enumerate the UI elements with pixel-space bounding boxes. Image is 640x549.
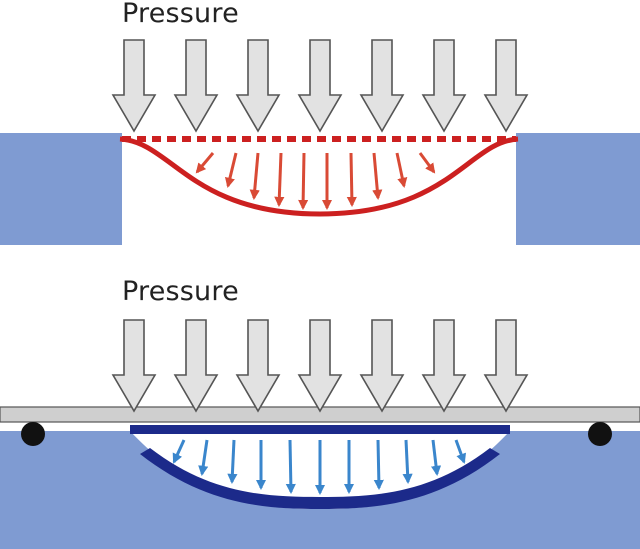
down-arrow-icon <box>297 39 343 133</box>
down-arrow-icon <box>173 319 219 413</box>
down-arrow-icon <box>111 39 157 133</box>
deflection-arrow <box>249 152 260 201</box>
down-arrow-icon <box>173 39 219 133</box>
right-bearing-icon <box>588 422 612 446</box>
deflection-arrow <box>285 439 296 495</box>
bottom-panel <box>0 319 640 549</box>
deflection-arrow <box>274 152 285 208</box>
deflection-arrows-blue <box>172 439 467 496</box>
deflection-arrow <box>373 439 384 491</box>
down-arrow-icon <box>111 319 157 413</box>
deflection-arrow <box>195 152 215 174</box>
down-arrow-icon <box>235 39 281 133</box>
deflection-arrow <box>430 439 442 477</box>
deflection-arrow <box>372 152 383 201</box>
pressure-arrows-top <box>111 39 529 133</box>
down-arrow-icon <box>359 39 405 133</box>
deflection-arrow <box>227 439 238 485</box>
deflection-arrows-red <box>195 152 436 211</box>
flat-navy-plate <box>130 425 510 434</box>
down-arrow-icon <box>359 319 405 413</box>
deflection-arrow <box>298 152 309 211</box>
deflection-arrow <box>172 439 186 464</box>
deflection-arrow <box>395 152 408 188</box>
deflection-arrow <box>402 439 413 485</box>
pressure-arrows-bottom <box>111 319 529 413</box>
deflection-arrow <box>418 152 436 174</box>
down-arrow-icon <box>421 319 467 413</box>
down-arrow-icon <box>297 319 343 413</box>
deflection-arrow <box>198 439 209 477</box>
deflection-arrow <box>346 152 357 208</box>
curved-navy-mold <box>140 448 500 509</box>
down-arrow-icon <box>483 319 529 413</box>
right-support-block <box>516 133 640 245</box>
top-panel <box>0 39 640 245</box>
membrane-deformed-curve <box>119 136 519 217</box>
deflection-arrow <box>224 152 238 188</box>
down-arrow-icon <box>483 39 529 133</box>
pressure-label-bottom: Pressure <box>122 276 239 307</box>
down-arrow-icon <box>421 39 467 133</box>
pressure-label-top: Pressure <box>122 0 239 29</box>
down-arrow-icon <box>235 319 281 413</box>
left-support-block <box>0 133 122 245</box>
left-bearing-icon <box>21 422 45 446</box>
deflection-arrow <box>454 439 467 464</box>
